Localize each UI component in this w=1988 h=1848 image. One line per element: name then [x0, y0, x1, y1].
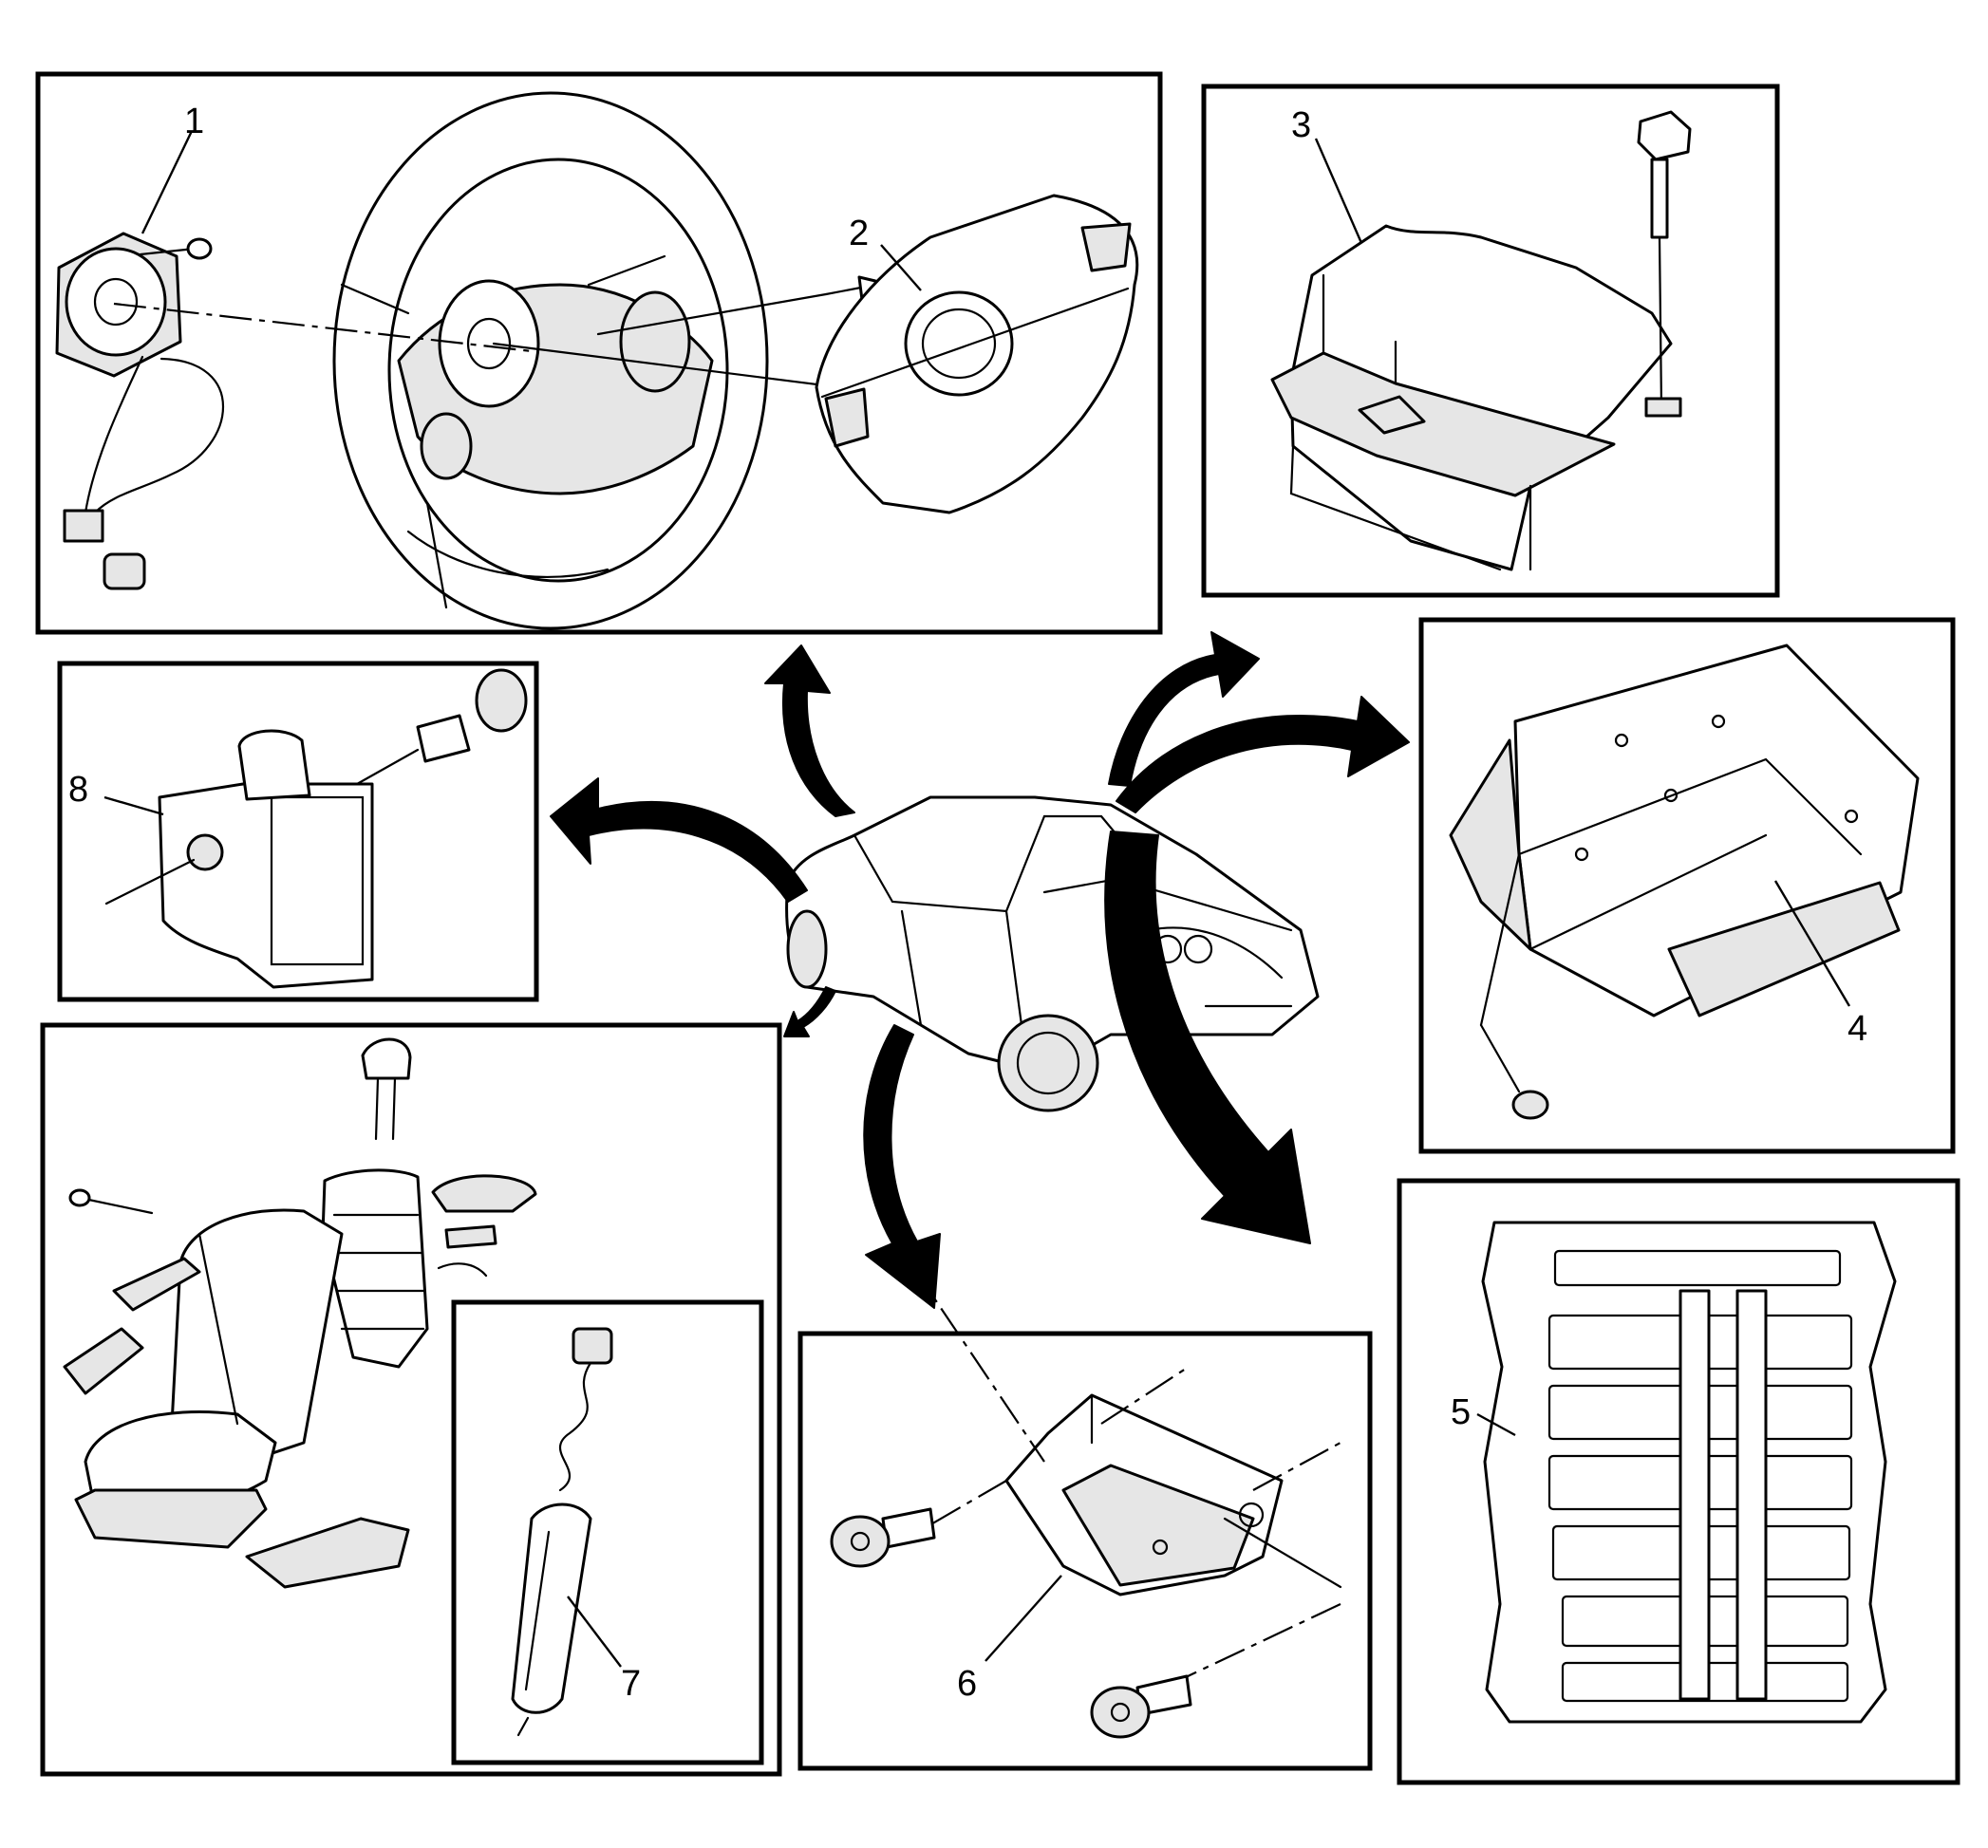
sensor-bolt-lower: [1090, 1674, 1192, 1739]
panel-passenger-airbag: 4: [1418, 617, 1956, 1154]
driver-airbag-part: [815, 194, 1139, 514]
head-restraint-part: [361, 1037, 412, 1141]
occupant-sensor-mat-part: [1481, 1221, 1897, 1724]
callout-3: 3: [1291, 105, 1311, 145]
curved-arrow-icon: [550, 631, 1410, 1309]
sensor-bolt-upper: [830, 1507, 936, 1568]
panel-side-impact-sensor: 6: [797, 1263, 1373, 1771]
pretensioner-connector: [355, 668, 528, 786]
seat-belt-pretensioner-part: [104, 729, 374, 989]
callout-4: 4: [1847, 1009, 1867, 1049]
callout-1: 1: [184, 102, 204, 141]
panel-seat: 7: [40, 1022, 782, 1777]
panel-steering-wheel: 1 2: [35, 71, 1163, 635]
vehicle-illustration: [550, 631, 1410, 1309]
callout-8: 8: [68, 770, 88, 810]
panel-occupant-sensor-mat: 5: [1397, 1178, 1960, 1785]
panel-control-module: 3: [1201, 84, 1780, 598]
hatchback-car-icon: [785, 795, 1320, 1112]
callout-6: 6: [957, 1664, 977, 1704]
passenger-airbag-part: [1449, 644, 1920, 1027]
sensing-diagnostic-module-part: [1270, 224, 1673, 571]
callout-5: 5: [1451, 1392, 1471, 1432]
module-bolt: [1637, 110, 1692, 418]
callout-7: 7: [621, 1664, 641, 1704]
steering-wheel-part: [332, 91, 769, 630]
callout-2: 2: [849, 214, 869, 253]
panel-pretensioner: 8: [57, 661, 539, 1002]
side-impact-sensor-part: [1004, 1393, 1284, 1596]
seat-part: [74, 1208, 344, 1549]
